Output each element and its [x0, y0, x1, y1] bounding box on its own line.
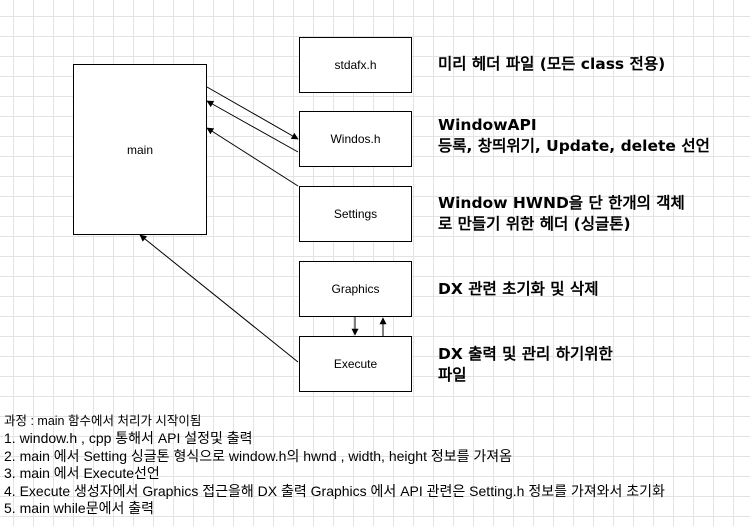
- notes-title: 과정 : main 함수에서 처리가 시작이됨: [4, 414, 202, 428]
- main-box: main: [73, 64, 207, 235]
- arrow-main-to-windos: [206, 86, 299, 140]
- execute-description-line1: DX 출력 및 관리 하기위한: [438, 345, 613, 363]
- windos-box: Windos.h: [299, 111, 412, 167]
- settings-description-line2: 로 만들기 위한 헤더 (싱글톤): [438, 215, 631, 233]
- arrow-windos-to-main: [206, 100, 299, 153]
- settings-description: Window HWND을 단 한개의 객체 로 만들기 위한 헤더 (싱글톤): [438, 193, 685, 235]
- settings-box: Settings: [299, 186, 412, 242]
- notes-step-3: 3. main 에서 Execute선언: [4, 465, 160, 481]
- graphics-description-line: DX 관련 초기화 및 삭제: [438, 280, 599, 298]
- stdafx-box: stdafx.h: [299, 37, 412, 93]
- execute-box: Execute: [299, 336, 412, 392]
- graphics-description: DX 관련 초기화 및 삭제: [438, 279, 598, 300]
- notes-step-2: 2. main 에서 Setting 싱글톤 형식으로 window.h의 hw…: [4, 447, 513, 464]
- windos-description: WindowAPI 등록, 창띄위기, Update, delete 선언: [438, 115, 710, 157]
- stdafx-description-line: 미리 헤더 파일 (모든 class 전용): [438, 55, 666, 73]
- stdafx-description: 미리 헤더 파일 (모든 class 전용): [438, 54, 665, 75]
- arrow-execute-to-main: [139, 234, 299, 363]
- settings-description-line1: Window HWND을 단 한개의 객체: [438, 194, 685, 212]
- execute-description: DX 출력 및 관리 하기위한 파일: [438, 344, 613, 386]
- notes-step-5: 5. main while문에서 출력: [4, 500, 154, 516]
- execute-description-line2: 파일: [438, 366, 467, 384]
- notes-step-4: 4. Execute 생성자에서 Graphics 접근을해 DX 출력 Gra…: [4, 482, 665, 499]
- arrow-settings-to-main: [206, 127, 299, 187]
- notes-step-1: 1. window.h , cpp 통해서 API 설정및 출력: [4, 430, 253, 446]
- windos-description-line2: 등록, 창띄위기, Update, delete 선언: [438, 137, 710, 155]
- graphics-box: Graphics: [299, 261, 412, 317]
- windos-description-line1: WindowAPI: [438, 116, 537, 134]
- process-notes: 과정 : main 함수에서 처리가 시작이됨 1. window.h , cp…: [4, 413, 665, 518]
